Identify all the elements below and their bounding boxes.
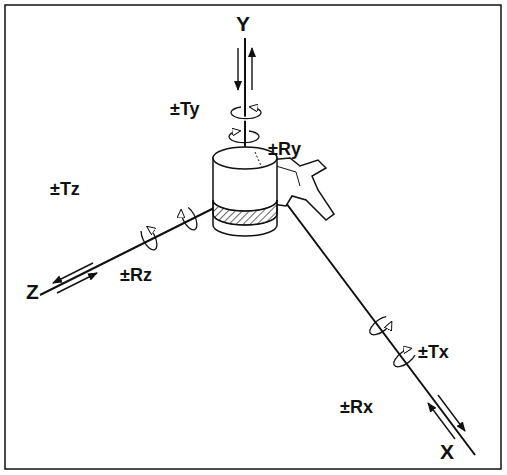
axis-letter: X <box>440 440 454 463</box>
translation-label: ±Tx <box>418 343 449 363</box>
axis-lines <box>40 38 475 455</box>
frame <box>5 5 501 469</box>
axis-letter: Y <box>236 12 250 35</box>
vertebra <box>213 147 334 236</box>
rotation-label: ±Rx <box>340 398 373 418</box>
translation-label: ±Tz <box>50 180 80 200</box>
translation-arrows <box>53 48 465 439</box>
axis-letter: Z <box>26 280 39 303</box>
translation-label: ±Ty <box>170 100 200 120</box>
rotation-label: ±Ry <box>268 140 301 160</box>
rotation-curls <box>139 107 416 370</box>
rotation-label: ±Rz <box>120 266 152 286</box>
